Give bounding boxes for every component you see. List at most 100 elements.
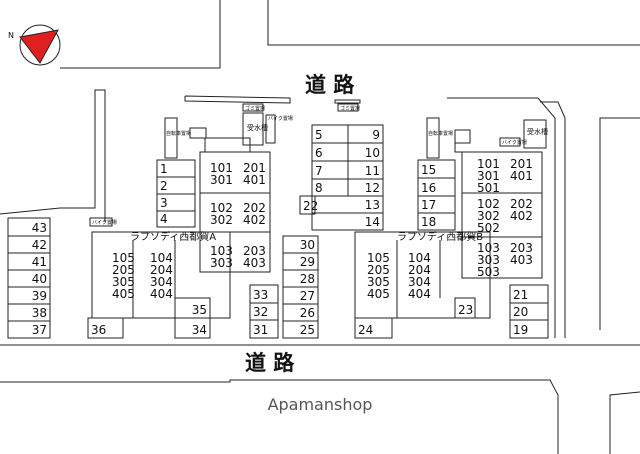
parking-number: 36 [91, 323, 106, 337]
parking-number: 40 [32, 272, 47, 286]
parking-number: 33 [253, 288, 268, 302]
svg-text:N: N [8, 31, 14, 40]
unit-number: 105 [112, 251, 135, 265]
unit-number: 404 [150, 287, 173, 301]
parking-number: 34 [192, 323, 207, 337]
parking-number: 38 [32, 306, 47, 320]
parking-number: 12 [365, 181, 380, 195]
building-a-label: ラプソディ西都賀A [130, 230, 216, 243]
unit-number: 403 [243, 256, 266, 270]
svg-text:バイク置場: バイク置場 [268, 115, 293, 122]
unit-number: 201 [510, 157, 533, 171]
parking-number: 19 [513, 323, 528, 337]
parking-number: 18 [421, 215, 436, 229]
unit-number: 303 [210, 256, 233, 270]
unit-number: 101 [477, 157, 500, 171]
parking-number: 13 [365, 198, 380, 212]
parking-number: 30 [300, 238, 315, 252]
parking-number: 35 [192, 303, 207, 317]
parking-space-18 [417, 212, 456, 231]
parking-number: 2 [160, 179, 168, 193]
parking-number: 26 [300, 306, 315, 320]
compass-icon: N [8, 24, 61, 66]
parking-number: 1 [160, 162, 168, 176]
parking-number: 20 [513, 305, 528, 319]
svg-text:受水槽: 受水槽 [527, 127, 548, 136]
parking-number: 11 [365, 164, 380, 178]
parking-space-22 [299, 195, 316, 215]
unit-number: 101 [210, 161, 233, 175]
unit-number: 304 [408, 275, 431, 289]
parking-number: 10 [365, 146, 380, 160]
unit-number: 305 [367, 275, 390, 289]
svg-text:自転車置場: 自転車置場 [428, 130, 453, 137]
parking-space-23 [454, 297, 476, 319]
parking-space-37 [7, 320, 51, 339]
unit-number: 201 [243, 161, 266, 175]
unit-number: 401 [243, 173, 266, 187]
svg-text:受水槽: 受水槽 [247, 123, 268, 132]
unit-number: 202 [510, 197, 533, 211]
svg-text:バイク置場: バイク置場 [502, 139, 527, 146]
unit-number: 204 [408, 263, 431, 277]
parking-space-19 [509, 319, 549, 339]
unit-number: 104 [408, 251, 431, 265]
parking-number: 41 [32, 255, 47, 269]
parking-number: 16 [421, 181, 436, 195]
unit-number: 304 [150, 275, 173, 289]
road-label-bottom: 道 路 [245, 351, 295, 375]
parking-number: 23 [458, 303, 473, 317]
parking-number: 42 [32, 238, 47, 252]
unit-number: 305 [112, 275, 135, 289]
parking-number: 14 [365, 215, 380, 229]
parking-number: 21 [513, 288, 528, 302]
parking-number: 24 [358, 323, 373, 337]
unit-number: 302 [477, 209, 500, 223]
unit-number: 405 [367, 287, 390, 301]
parking-number: 9 [372, 128, 380, 142]
parking-space-34 [174, 317, 211, 339]
parking-number: 31 [253, 323, 268, 337]
parking-number: 4 [160, 212, 168, 226]
parking-space-4 [156, 210, 196, 228]
unit-number: 103 [477, 241, 500, 255]
parking-number: 22 [303, 199, 318, 213]
parking-number: 27 [300, 289, 315, 303]
road-label-top: 道 路 [305, 73, 355, 97]
unit-number: 102 [477, 197, 500, 211]
unit-number: 501 [477, 181, 500, 195]
unit-number: 405 [112, 287, 135, 301]
unit-number: 302 [210, 213, 233, 227]
footer-brand: Apamanshop [268, 395, 373, 414]
unit-number: 303 [477, 253, 500, 267]
unit-number: 301 [210, 173, 233, 187]
parking-number: 17 [421, 198, 436, 212]
parking-number: 39 [32, 289, 47, 303]
parking-number: 37 [32, 323, 47, 337]
parking-number: 7 [315, 164, 323, 178]
parking-space-14 [311, 212, 384, 231]
unit-number: 401 [510, 169, 533, 183]
unit-number: 104 [150, 251, 173, 265]
unit-number: 402 [243, 213, 266, 227]
unit-number: 203 [243, 244, 266, 258]
unit-number: 202 [243, 201, 266, 215]
parking-number: 6 [315, 146, 323, 160]
parking-number: 5 [315, 128, 323, 142]
parking-number: 32 [253, 305, 268, 319]
parking-number: 15 [421, 163, 436, 177]
parking-space-31 [249, 319, 279, 339]
unit-number: 103 [210, 244, 233, 258]
parking-number: 43 [32, 221, 47, 235]
parking-number: 29 [300, 255, 315, 269]
unit-number: 203 [510, 241, 533, 255]
unit-number: 404 [408, 287, 431, 301]
parking-space-24 [354, 317, 393, 339]
building-b-label: ラプソディ西都賀B [397, 230, 483, 243]
parking-space-25 [282, 320, 319, 339]
unit-number: 402 [510, 209, 533, 223]
svg-text:バイク置場: バイク置場 [92, 219, 117, 226]
